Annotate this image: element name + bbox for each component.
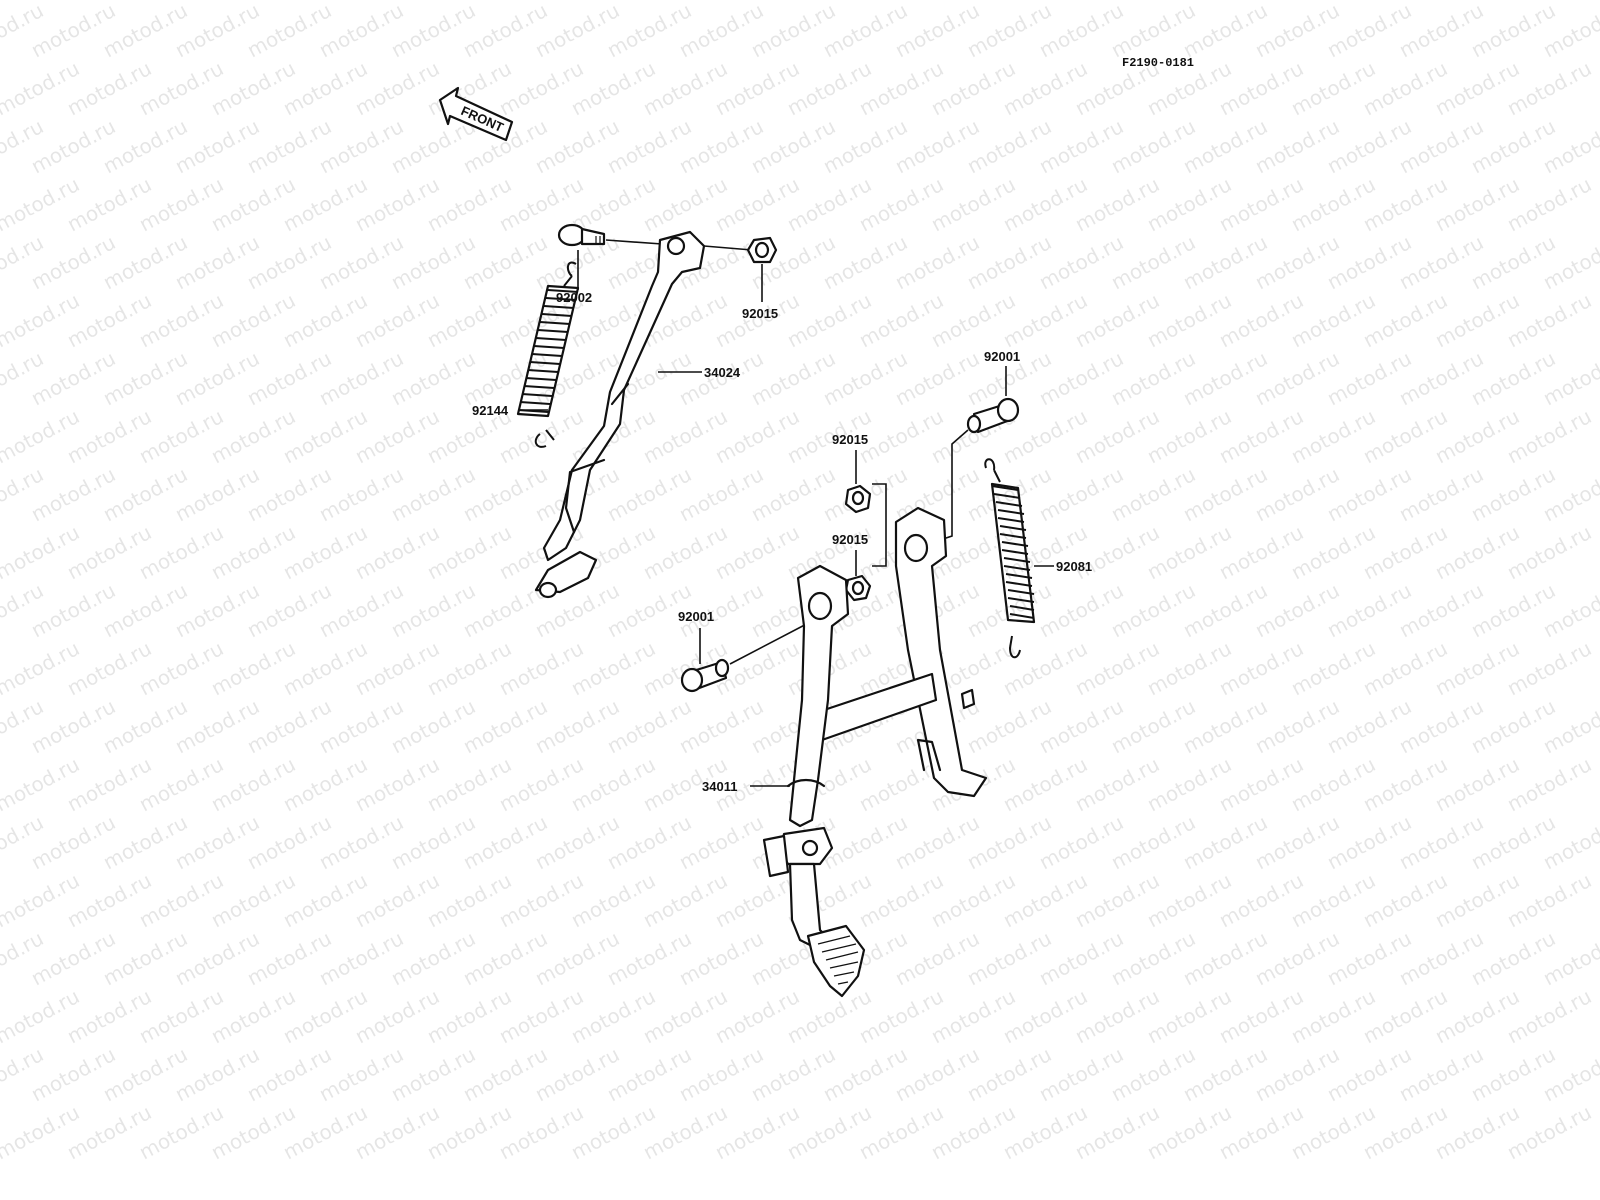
callout-92015-upper: 92015 (832, 432, 868, 447)
leader-bracket-to-nut (703, 245, 753, 251)
main-stand-nut-upper-92015 (844, 484, 872, 514)
leader-bolt-to-bracket (605, 239, 663, 245)
side-stand-bolt-92002 (557, 223, 606, 247)
leader-nut-upper-bracket (872, 483, 887, 567)
side-stand-spring-92144 (516, 261, 580, 448)
main-stand-bolt-right-92001 (966, 397, 1020, 434)
callout-92081: 92081 (1056, 559, 1092, 574)
callout-92015-side-nut: 92015 (742, 306, 778, 321)
side-stand-34024 (534, 230, 706, 599)
diagram-code: F2190-0181 (1122, 56, 1194, 70)
callout-92015-lower: 92015 (832, 532, 868, 547)
main-stand-bolt-left-92001 (680, 658, 730, 693)
callout-92001-left: 92001 (678, 609, 714, 624)
main-stand-spring-92081 (984, 458, 1036, 659)
callout-92001-right: 92001 (984, 349, 1020, 364)
callout-34011: 34011 (702, 779, 737, 794)
callout-92144: 92144 (472, 403, 509, 418)
callout-92002: 92002 (556, 290, 592, 305)
main-stand-34011 (762, 506, 988, 998)
side-stand-nut-92015 (746, 236, 778, 264)
callout-34024: 34024 (704, 365, 741, 380)
